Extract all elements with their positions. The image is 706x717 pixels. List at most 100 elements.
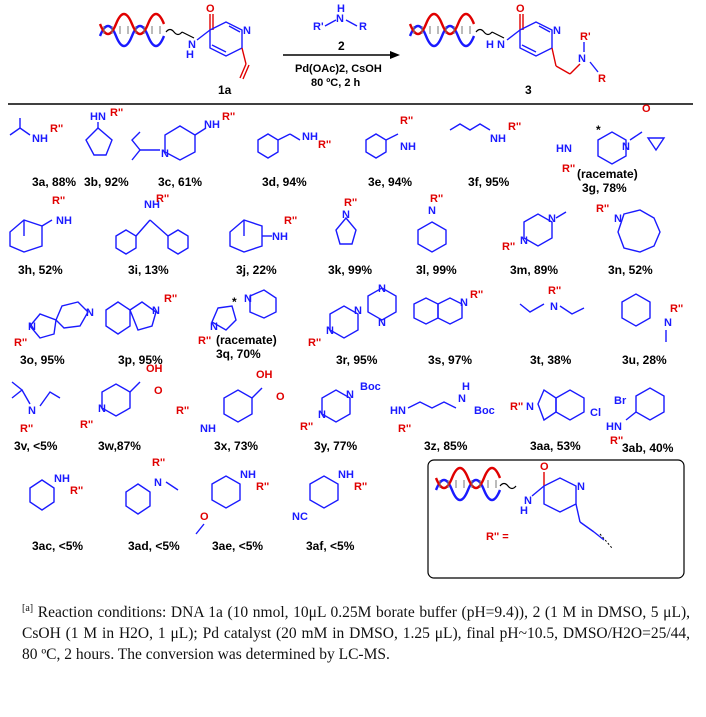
svg-text:R'': R'' — [510, 401, 524, 413]
compound-3ab: Br HN R'' 3ab, 40% — [606, 387, 674, 455]
svg-text:N: N — [98, 403, 106, 415]
svg-text:3k, 99%: 3k, 99% — [328, 263, 372, 277]
compound-3i: NH R'' 3i, 13% — [115, 193, 189, 277]
svg-text:N: N — [548, 213, 556, 225]
svg-text:N: N — [318, 409, 326, 421]
svg-text:HN: HN — [606, 421, 622, 433]
svg-text:R'': R'' — [176, 405, 190, 417]
svg-text:H: H — [462, 381, 470, 393]
compound-3b: HN R'' 3b, 92% — [84, 107, 129, 189]
reactant-amide-n: N — [188, 39, 196, 51]
svg-text:R'': R'' — [562, 163, 576, 175]
svg-text:NH: NH — [338, 469, 354, 481]
svg-text:(racemate): (racemate) — [216, 333, 277, 347]
reagent-label: 2 — [338, 39, 345, 53]
svg-text:3j, 22%: 3j, 22% — [236, 263, 277, 277]
svg-text:N: N — [161, 148, 169, 160]
svg-text:R'': R'' — [670, 303, 684, 315]
compound-3v: N R'' 3v, <5% — [11, 381, 61, 453]
svg-text:NH: NH — [272, 231, 288, 243]
reagent-2: R' N H R 2 — [313, 3, 367, 53]
svg-text:R'': R'' — [430, 193, 444, 205]
svg-text:R'': R'' — [20, 423, 34, 435]
compound-3ae: NH R'' O 3ae, <5% — [195, 469, 270, 553]
svg-text:NH: NH — [490, 133, 506, 145]
footnote-text: Reaction conditions: DNA 1a (10 nmol, 10… — [22, 604, 690, 664]
svg-text:R'': R'' — [14, 337, 28, 349]
compound-3o: N N R'' 3o, 95% — [14, 301, 94, 367]
svg-text:N: N — [524, 495, 532, 507]
compound-3t: R'' N 3t, 38% — [519, 285, 585, 367]
svg-text:H: H — [486, 39, 494, 51]
svg-text:R'': R'' — [284, 215, 298, 227]
compound-3p: N R'' 3p, 95% — [105, 293, 178, 367]
r-definition-legend: N H O N R'' = — [427, 459, 685, 579]
compound-3q: N R'' * N (racemate) 3q, 70% — [198, 289, 277, 361]
svg-text:N: N — [577, 481, 585, 493]
svg-text:NH: NH — [144, 199, 160, 211]
svg-text:R'': R'' — [164, 293, 178, 305]
svg-text:N: N — [326, 325, 334, 337]
svg-text:HN: HN — [556, 143, 572, 155]
svg-text:3q, 70%: 3q, 70% — [216, 347, 261, 361]
svg-text:3ad, <5%: 3ad, <5% — [128, 539, 180, 553]
svg-text:N: N — [378, 317, 386, 329]
svg-text:R'': R'' — [610, 435, 624, 447]
svg-text:N: N — [336, 13, 344, 25]
svg-text:3ac, <5%: 3ac, <5% — [32, 539, 83, 553]
svg-text:H: H — [337, 3, 345, 15]
svg-text:R'': R'' — [70, 485, 84, 497]
svg-text:3af, <5%: 3af, <5% — [306, 539, 355, 553]
compound-3d: NH R'' 3d, 94% — [257, 131, 332, 189]
svg-text:3p, 95%: 3p, 95% — [118, 353, 163, 367]
svg-text:3b, 92%: 3b, 92% — [84, 175, 129, 189]
compound-3af: NH R'' NC 3af, <5% — [292, 469, 368, 553]
svg-text:R'': R'' — [508, 121, 522, 133]
compound-3ac: NH R'' 3ac, <5% — [29, 473, 84, 553]
compound-3j: NH R'' 3j, 22% — [229, 215, 298, 277]
svg-text:R'': R'' — [50, 123, 64, 135]
svg-text:3i, 13%: 3i, 13% — [128, 263, 169, 277]
svg-text:NH: NH — [400, 141, 416, 153]
svg-text:R'': R'' — [400, 115, 414, 127]
compound-3w: N R'' OH O 3w,87% — [80, 363, 163, 453]
svg-text:R'': R'' — [198, 335, 212, 347]
svg-text:N: N — [428, 205, 436, 217]
svg-text:*: * — [596, 123, 601, 137]
compound-3z: HN R'' N H Boc 3z, 85% — [390, 381, 495, 453]
compound-3h: R'' NH 3h, 52% — [9, 195, 72, 277]
svg-text:HN: HN — [390, 405, 406, 417]
r-definition-label: R'' = — [486, 531, 509, 543]
svg-text:R'': R'' — [256, 481, 270, 493]
svg-text:3e, 94%: 3e, 94% — [368, 175, 412, 189]
compound-3g: HN R'' N * O (racemate) 3g, 78% — [556, 103, 666, 195]
svg-text:*: * — [232, 295, 237, 309]
svg-text:R'': R'' — [318, 139, 332, 151]
svg-text:R'': R'' — [470, 289, 484, 301]
reactant-amide-h: H — [186, 49, 194, 61]
svg-text:N: N — [354, 305, 362, 317]
svg-text:R'': R'' — [300, 421, 314, 433]
svg-text:Boc: Boc — [360, 381, 381, 393]
svg-text:3s, 97%: 3s, 97% — [428, 353, 472, 367]
svg-text:R'': R'' — [354, 481, 368, 493]
compound-3n: N R'' 3n, 52% — [596, 203, 661, 277]
compound-3r: N N R'' N N 3r, 95% — [308, 283, 397, 367]
svg-text:O: O — [516, 3, 525, 15]
svg-text:3y, 77%: 3y, 77% — [314, 439, 357, 453]
svg-text:(racemate): (racemate) — [577, 167, 638, 181]
svg-text:NH: NH — [32, 133, 48, 145]
svg-text:O: O — [276, 391, 285, 403]
svg-text:OH: OH — [146, 363, 163, 375]
svg-text:N: N — [346, 389, 354, 401]
svg-text:R: R — [359, 21, 367, 33]
svg-text:N: N — [154, 477, 162, 489]
svg-text:N: N — [458, 393, 466, 405]
svg-text:R'': R'' — [502, 241, 516, 253]
arrow-head — [390, 51, 400, 59]
svg-text:N: N — [550, 301, 558, 313]
svg-text:N: N — [342, 209, 350, 221]
svg-text:3v, <5%: 3v, <5% — [14, 439, 58, 453]
svg-text:3n, 52%: 3n, 52% — [608, 263, 653, 277]
svg-text:3ab, 40%: 3ab, 40% — [622, 441, 674, 455]
